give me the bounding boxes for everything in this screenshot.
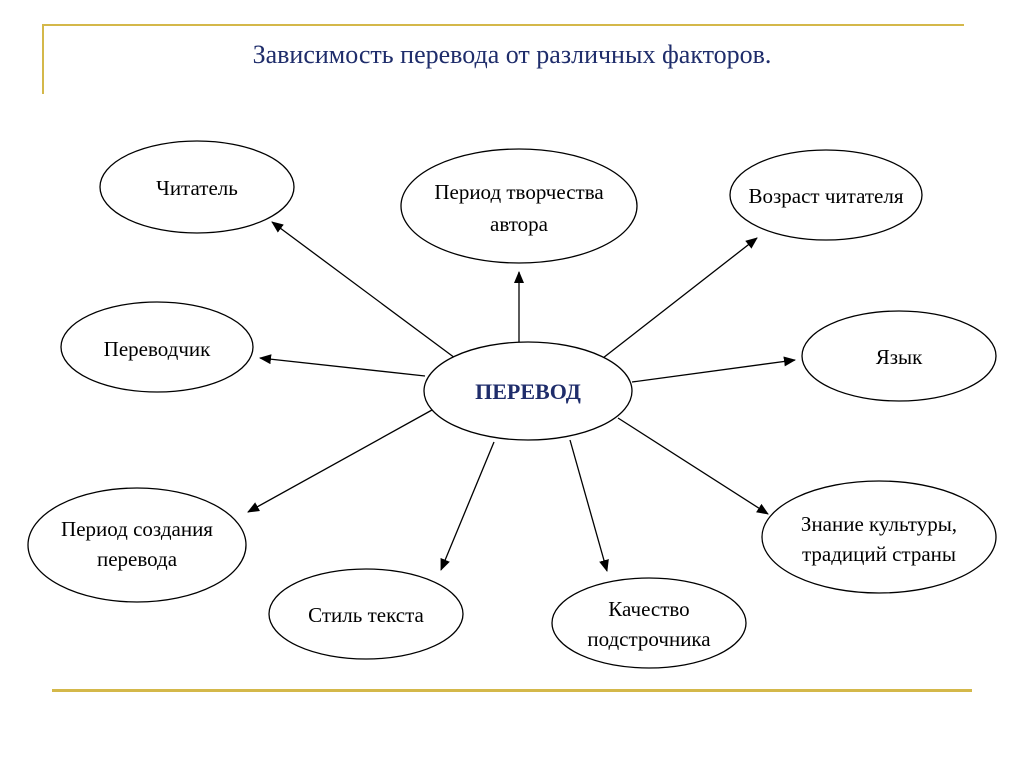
- node-label-kachestvo-podstrochnika: Качество: [608, 597, 689, 621]
- node-period-sozdaniya: Период создания перевода: [27, 487, 247, 603]
- node-ellipse-perevodchik: [60, 301, 254, 393]
- node-label-vozrast-chitatelya: Возраст читателя: [748, 184, 903, 208]
- node-ellipse-znanie-kultury: [761, 480, 997, 594]
- node-ellipse-stil-teksta: [268, 568, 464, 660]
- frame-left-line: [42, 24, 44, 94]
- node-ellipse-yazyk: [801, 310, 997, 402]
- frame-bottom-line: [52, 689, 972, 692]
- node-label-period-sozdaniya: Период создания: [61, 517, 213, 541]
- node-label-yazyk: Язык: [876, 345, 923, 369]
- node-label-znanie-kultury: традиций страны: [802, 542, 956, 566]
- node-yazyk: Язык: [801, 310, 997, 402]
- node-label-period-sozdaniya: перевода: [97, 547, 178, 571]
- node-label-stil-teksta: Стиль текста: [308, 603, 424, 627]
- node-ellipse-chitatel: [99, 140, 295, 234]
- node-label-period-tvorchestva: Период творчества: [434, 180, 604, 204]
- node-label-znanie-kultury: Знание культуры,: [801, 512, 957, 536]
- node-ellipse-period-sozdaniya: [27, 487, 247, 603]
- node-period-tvorchestva: Период творчества автора: [400, 148, 638, 264]
- node-vozrast-chitatelya: Возраст читателя: [729, 149, 923, 241]
- arrow-to-period-sozdaniya: [247, 409, 433, 513]
- arrow-to-chitatel: [271, 221, 456, 359]
- arrow-to-perevodchik: [259, 354, 426, 377]
- node-ellipse-vozrast-chitatelya: [729, 149, 923, 241]
- node-stil-teksta: Стиль текста: [268, 568, 464, 660]
- arrow-to-stil-teksta: [440, 441, 495, 571]
- center-node: ПЕРЕВОД: [423, 341, 633, 441]
- center-ellipse: [423, 341, 633, 441]
- node-kachestvo-podstrochnika: Качество подстрочника: [551, 577, 747, 669]
- arrow-to-znanie-kultury: [617, 417, 769, 515]
- node-label-period-tvorchestva: автора: [490, 212, 549, 236]
- node-chitatel: Читатель: [99, 140, 295, 234]
- node-label-kachestvo-podstrochnika: подстрочника: [587, 627, 711, 651]
- node-label-perevodchik: Переводчик: [104, 337, 211, 361]
- center-label: ПЕРЕВОД: [475, 379, 581, 404]
- page-title: Зависимость перевода от различных фактор…: [252, 40, 772, 69]
- arrow-to-kachestvo-podstrochnika: [569, 439, 609, 572]
- node-znanie-kultury: Знание культуры, традиций страны: [761, 480, 997, 594]
- arrow-to-vozrast-chitatelya: [602, 237, 758, 359]
- node-ellipse-period-tvorchestva: [400, 148, 638, 264]
- node-perevodchik: Переводчик: [60, 301, 254, 393]
- arrows-group: [247, 221, 796, 572]
- node-ellipse-kachestvo-podstrochnika: [551, 577, 747, 669]
- arrow-to-yazyk: [631, 356, 796, 383]
- nodes-group: Читатель Период творчества автора Возраст ч…: [27, 140, 997, 669]
- frame-top-line: [42, 24, 964, 26]
- node-label-chitatel: Читатель: [156, 176, 238, 200]
